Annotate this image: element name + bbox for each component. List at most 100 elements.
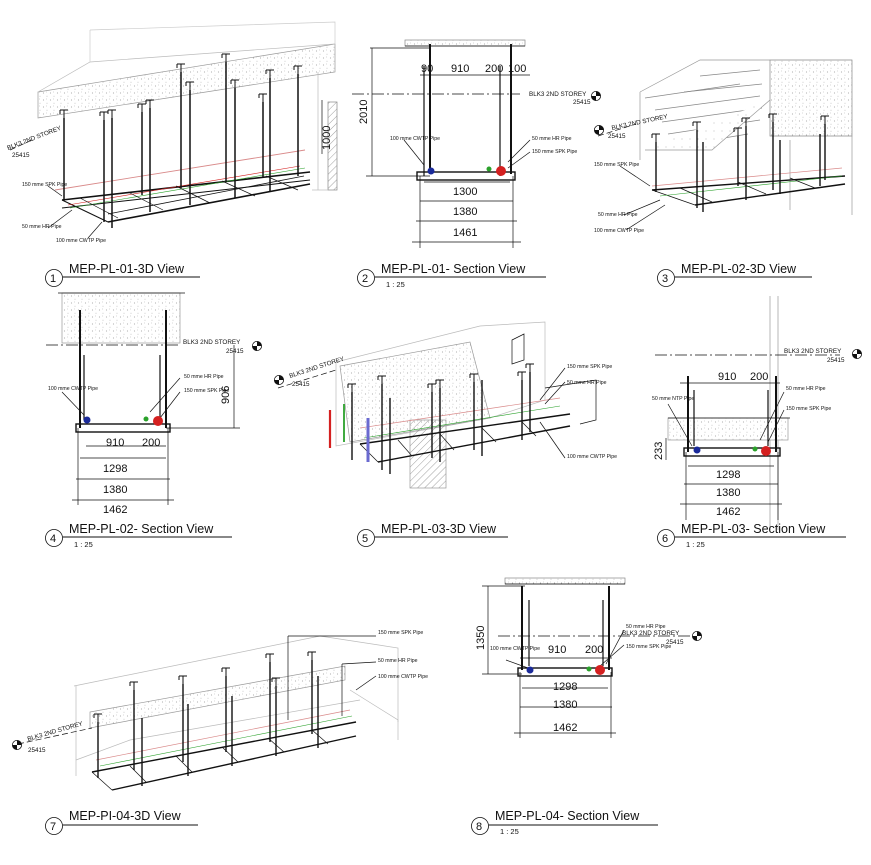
- v2-dim-910: 910: [451, 63, 469, 75]
- view-title-text-7: MEP-PI-04-3D View: [69, 809, 182, 823]
- v6-ntp-pipe-blue: [693, 446, 701, 454]
- v5-label-spk: 150 mme SPK Pipe: [567, 364, 612, 370]
- v7-label-cwtp: 100 mme CWTP Pipe: [378, 674, 428, 680]
- v4-cwtp-pipe-blue: [83, 416, 91, 424]
- v8-level-name: BLK3 2ND STOREY: [622, 630, 680, 637]
- v2-dim-90: 90: [421, 63, 433, 75]
- v6-dim-910: 910: [718, 371, 736, 383]
- v6-dim-1462: 1462: [716, 506, 740, 518]
- v6-dim-200: 200: [750, 371, 768, 383]
- view-number-8: 8: [476, 821, 482, 833]
- view-4-section-drawing: [46, 292, 240, 505]
- v1-level-elev: 25415: [12, 152, 30, 159]
- view-title-text-8: MEP-PL-04- Section View: [495, 809, 640, 823]
- view-2-section-drawing: [352, 39, 531, 248]
- v3-label-hr: 50 mme HR Pipe: [598, 212, 638, 218]
- v8-label-hr: 50 mme HR Pipe: [626, 624, 666, 630]
- v2-dim-1380: 1380: [453, 206, 477, 218]
- v1-label-cwtp: 100 mme CWTP Pipe: [56, 238, 106, 244]
- view-title-text-5: MEP-PL-03-3D View: [381, 522, 497, 536]
- view-number-1: 1: [50, 273, 56, 285]
- v2-label-cwtp: 100 mme CWTP Pipe: [390, 136, 440, 142]
- v6-dim-233: 233: [653, 442, 665, 460]
- v4-spk-pipe-red: [153, 416, 163, 426]
- view-title-text-3: MEP-PL-02-3D View: [681, 262, 797, 276]
- view-title-7: 7 MEP-PI-04-3D View: [45, 809, 198, 835]
- v2-hr-pipe-green: [486, 166, 492, 172]
- view-6-section-drawing: [655, 296, 840, 530]
- v6-label-ntp: 50 mme NTP Pipe: [652, 396, 694, 402]
- v8-cwtp-pipe-blue: [526, 666, 534, 674]
- v4-dim-906: 906: [220, 386, 232, 404]
- v4-dim-910: 910: [106, 437, 124, 449]
- v6-hr-pipe-green: [752, 446, 758, 452]
- v8-dim-1380: 1380: [553, 699, 577, 711]
- v2-label-hr: 50 mme HR Pipe: [532, 136, 572, 142]
- v2-dim-1461: 1461: [453, 227, 477, 239]
- view-title-6: 6 MEP-PL-03- Section View 1 : 25: [657, 522, 846, 549]
- view-7-3d-drawing: [17, 635, 399, 791]
- v8-label-spk: 150 mme SPK Pipe: [626, 644, 671, 650]
- v4-label-hr: 50 mme HR Pipe: [184, 374, 224, 380]
- view-scale-2: 1 : 25: [386, 280, 405, 289]
- v8-dim-1298: 1298: [553, 681, 577, 693]
- v4-dim-1298: 1298: [103, 463, 127, 475]
- view-scale-4: 1 : 25: [74, 540, 93, 549]
- v1-label-spk: 150 mme SPK Pipe: [22, 182, 67, 188]
- view-title-1: 1 MEP-PL-01-3D View: [45, 262, 200, 287]
- v2-spk-pipe-red: [496, 166, 506, 176]
- v1-label-hr: 50 mme HR Pipe: [22, 224, 62, 230]
- v2-dim-1300: 1300: [453, 186, 477, 198]
- v4-dim-200: 200: [142, 437, 160, 449]
- view-title-5: 5 MEP-PL-03-3D View: [357, 522, 508, 547]
- v3-label-spk: 150 mme SPK Pipe: [594, 162, 639, 168]
- view-title-2: 2 MEP-PL-01- Section View 1 : 25: [357, 262, 546, 289]
- v8-level-elev: 25415: [666, 639, 684, 646]
- view-title-text-4: MEP-PL-02- Section View: [69, 522, 214, 536]
- v5-level-elev: 25415: [292, 381, 310, 388]
- v5-label-cwtp: 100 mme CWTP Pipe: [567, 454, 617, 460]
- v4-dim-1462: 1462: [103, 504, 127, 516]
- v6-spk-pipe-red: [761, 446, 771, 456]
- view-title-text-2: MEP-PL-01- Section View: [381, 262, 526, 276]
- v8-dim-1462: 1462: [553, 722, 577, 734]
- v4-level-elev: 25415: [226, 348, 244, 355]
- view-scale-8: 1 : 25: [500, 827, 519, 836]
- v2-level-elev: 25415: [573, 99, 591, 106]
- v1-level-name: BLK3 2ND STOREY: [6, 125, 63, 152]
- v2-level-name: BLK3 2ND STOREY: [529, 91, 587, 98]
- v6-dim-1298: 1298: [716, 469, 740, 481]
- v6-dim-1380: 1380: [716, 487, 740, 499]
- v2-dim-200: 200: [485, 63, 503, 75]
- v4-level-name: BLK3 2ND STOREY: [183, 339, 241, 346]
- view-number-3: 3: [662, 273, 668, 285]
- view-title-4: 4 MEP-PL-02- Section View 1 : 25: [45, 522, 232, 549]
- v4-hr-pipe-green: [143, 416, 149, 422]
- v7-label-spk: 150 mme SPK Pipe: [378, 630, 423, 636]
- v8-dim-1350: 1350: [475, 626, 487, 650]
- view-title-text-1: MEP-PL-01-3D View: [69, 262, 185, 276]
- v6-label-spk: 150 mme SPK Pipe: [786, 406, 831, 412]
- view-title-8: 8 MEP-PL-04- Section View 1 : 25: [471, 809, 658, 836]
- view-scale-6: 1 : 25: [686, 540, 705, 549]
- v4-dim-1380: 1380: [103, 484, 127, 496]
- view-title-text-6: MEP-PL-03- Section View: [681, 522, 826, 536]
- v7-label-hr: 50 mme HR Pipe: [378, 658, 418, 664]
- v2-cwtp-pipe-blue: [427, 167, 435, 175]
- v8-spk-pipe-red: [595, 665, 605, 675]
- view-1-3d-drawing: [9, 21, 338, 239]
- view-title-3: 3 MEP-PL-02-3D View: [657, 262, 812, 287]
- v5-label-hr: 50 mme HR Pipe: [567, 380, 607, 386]
- v3-level-elev: 25415: [608, 133, 626, 140]
- v4-label-spk: 150 mme SPK Pipe: [184, 388, 229, 394]
- v2-dim-100: 100: [508, 63, 526, 75]
- view-number-6: 6: [662, 533, 668, 545]
- view-number-5: 5: [362, 533, 368, 545]
- v4-label-cwtp: 100 mme CWTP Pipe: [48, 386, 98, 392]
- view-8-section-drawing: [482, 577, 690, 738]
- v6-label-hr: 50 mme HR Pipe: [786, 386, 826, 392]
- v8-hr-pipe-green: [586, 666, 592, 672]
- view-5-3d-drawing: [277, 321, 597, 489]
- v8-dim-200: 200: [585, 644, 603, 656]
- view-number-7: 7: [50, 821, 56, 833]
